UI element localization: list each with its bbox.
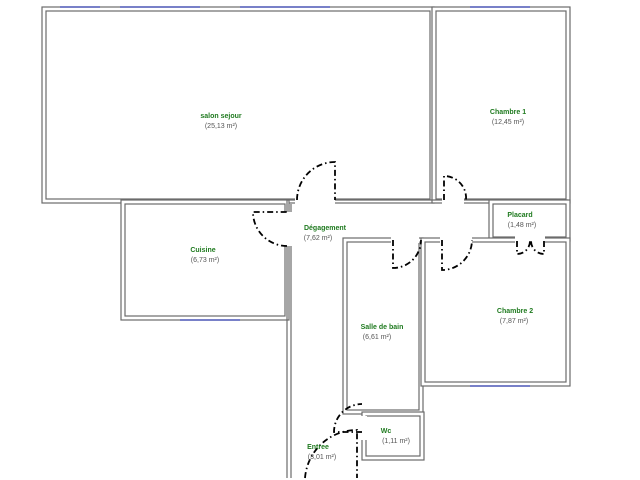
wall-salon-inner xyxy=(45,10,431,200)
room-name-placard: Placard xyxy=(507,212,532,219)
room-area-chambre1: (12,45 m²) xyxy=(492,119,524,126)
door-salon xyxy=(296,161,336,201)
room-area-sdb: (6,61 m²) xyxy=(363,334,391,341)
room-name-chambre1: Chambre 1 xyxy=(490,109,526,116)
doors xyxy=(252,161,545,479)
room-area-degagement: (7,62 m²) xyxy=(304,235,332,242)
windows xyxy=(60,6,530,387)
room-name-salon: salon sejour xyxy=(200,113,242,120)
door-wc xyxy=(333,403,363,433)
room-area-salon: (25,13 m²) xyxy=(205,123,237,130)
room-name-sdb: Salle de bain xyxy=(361,324,404,331)
door-chambre2 xyxy=(441,239,473,271)
room-area-chambre2: (7,87 m²) xyxy=(500,318,528,325)
wall-chambre2-inner xyxy=(424,241,567,383)
wall-cuisine-inner xyxy=(124,203,286,317)
wall-sdb-inner xyxy=(346,241,420,411)
door-placard xyxy=(516,240,545,255)
room-area-wc: (1,11 m²) xyxy=(382,438,410,445)
room-name-entree: Entree xyxy=(307,444,329,451)
room-name-wc: Wc xyxy=(381,428,392,435)
room-area-placard: (1,48 m²) xyxy=(508,222,536,229)
room-name-degagement: Dégagement xyxy=(304,225,347,232)
walls xyxy=(41,6,571,478)
room-area-cuisine: (6,73 m²) xyxy=(191,257,219,264)
room-name-cuisine: Cuisine xyxy=(190,247,215,254)
door-entree xyxy=(304,429,358,479)
room-name-chambre2: Chambre 2 xyxy=(497,308,533,315)
door-cuisine xyxy=(252,211,288,247)
room-labels: salon sejour (25,13 m²) Chambre 1 (12,45… xyxy=(190,109,536,461)
wall-placard-inner xyxy=(492,203,567,238)
door-chambre1 xyxy=(443,175,467,201)
door-sdb xyxy=(392,239,422,269)
room-area-entree: (3,01 m²) xyxy=(308,454,336,461)
wall-chambre1-inner xyxy=(435,10,567,200)
wall-wc-inner xyxy=(365,415,421,457)
